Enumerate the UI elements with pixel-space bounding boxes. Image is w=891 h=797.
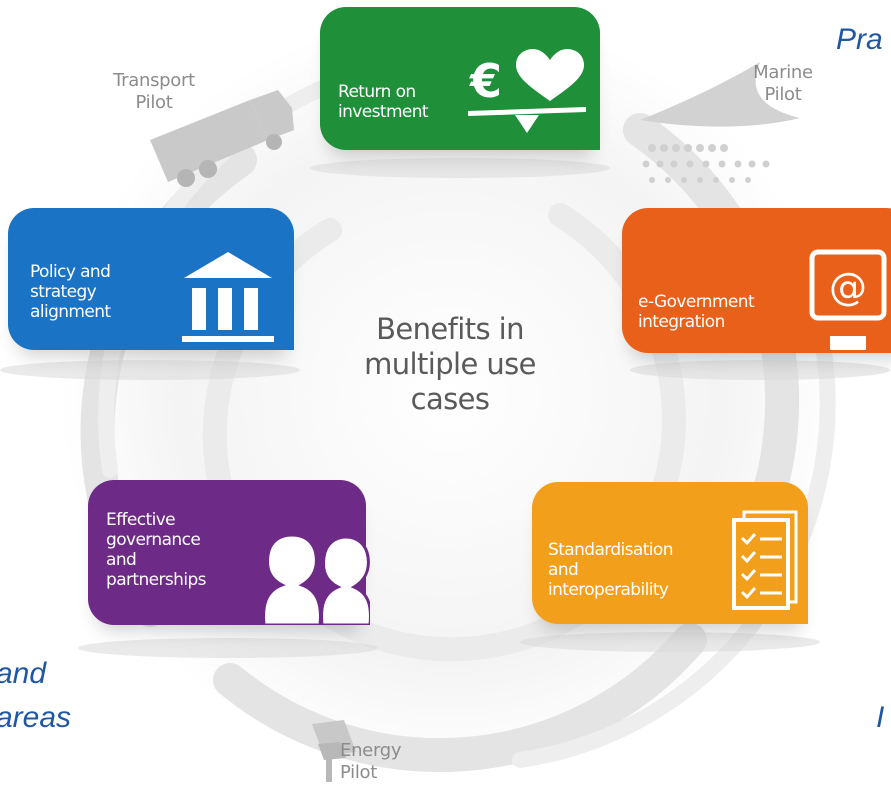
tile-label-effective-governance-and-partnerships: Effective governance and partnerships <box>106 510 206 590</box>
svg-text:€: € <box>469 54 502 108</box>
tile-label-return-on-investment: Return on investment <box>338 82 429 122</box>
edge-text-bottom-right: I <box>876 701 885 734</box>
government-building-icon <box>182 252 274 342</box>
tile-label-e-government-integration: e-Government integration <box>638 292 755 332</box>
truck-icon <box>150 90 294 187</box>
tile-e-government-integration: e-Government integration @ <box>622 208 891 353</box>
tile-label-policy-and-strategy-alignment: Policy and strategy alignment <box>30 262 111 322</box>
at-computer-icon: @ <box>809 249 887 350</box>
tile-label-standardisation-and-interoperability: Standardisation and interoperability <box>548 540 674 600</box>
solar-panel-icon <box>312 720 356 782</box>
marine-pilot-label: Marine Pilot <box>753 62 813 105</box>
edge-text-bottom-left-1: and <box>0 657 47 690</box>
tile-policy-and-strategy-alignment: Policy and strategy alignment <box>8 208 294 350</box>
euro-heart-balance-icon: € <box>467 49 587 133</box>
svg-text:@: @ <box>829 265 867 309</box>
checklist-icon <box>732 510 798 610</box>
tile-return-on-investment: Return on investment € <box>320 7 600 150</box>
center-title: Benefits in multiple use cases <box>364 312 536 416</box>
tile-effective-governance-and-partnerships: Effective governance and partnerships <box>88 480 370 625</box>
marine-wave-icon <box>640 62 800 183</box>
edge-text-bottom-left-2: areas <box>0 701 72 734</box>
people-icon <box>262 535 370 625</box>
edge-text-top-right: Pra <box>836 23 883 56</box>
energy-pilot-label: Energy Pilot <box>340 740 402 783</box>
transport-pilot-label: Transport Pilot <box>113 70 195 113</box>
tile-standardisation-and-interoperability: Standardisation and interoperability <box>532 482 808 624</box>
